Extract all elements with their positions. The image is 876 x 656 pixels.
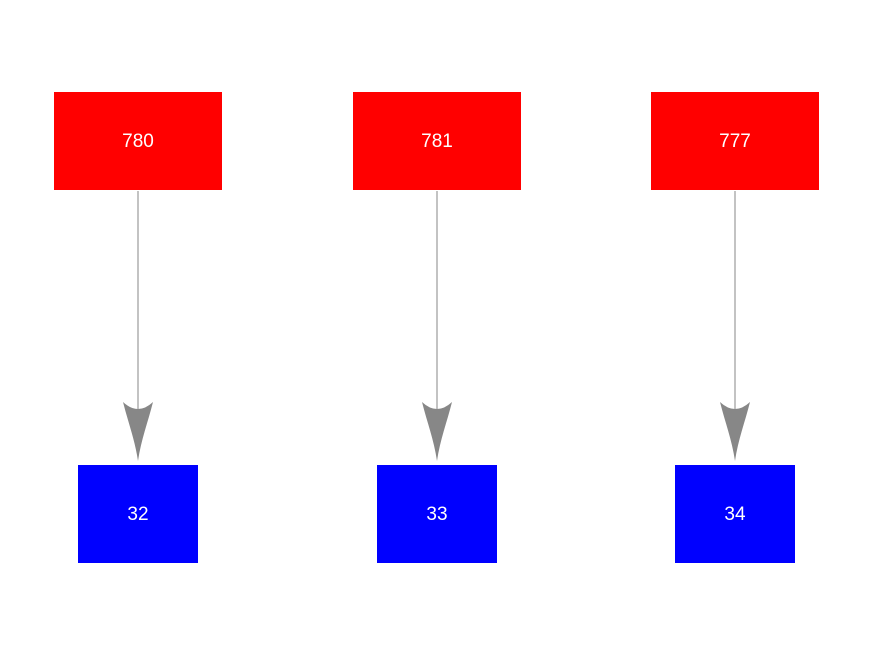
flow-column-3: 777 34 <box>651 92 819 563</box>
source-node-label: 777 <box>719 130 751 152</box>
flow-column-2: 781 33 <box>353 92 521 563</box>
arrow-down-icon <box>720 191 750 461</box>
source-node: 780 <box>54 92 222 190</box>
arrow-connector <box>718 190 752 465</box>
arrow-down-icon <box>422 191 452 461</box>
target-node-label: 34 <box>724 503 746 525</box>
target-node: 32 <box>78 465 198 563</box>
target-node: 33 <box>377 465 497 563</box>
source-node-label: 781 <box>421 130 453 152</box>
arrow-down-icon <box>123 191 153 461</box>
target-node: 34 <box>675 465 795 563</box>
flow-column-1: 780 32 <box>54 92 222 563</box>
target-node-label: 33 <box>426 503 448 525</box>
arrow-connector <box>420 190 454 465</box>
source-node-label: 780 <box>122 130 154 152</box>
source-node: 777 <box>651 92 819 190</box>
target-node-label: 32 <box>127 503 149 525</box>
source-node: 781 <box>353 92 521 190</box>
arrow-connector <box>121 190 155 465</box>
